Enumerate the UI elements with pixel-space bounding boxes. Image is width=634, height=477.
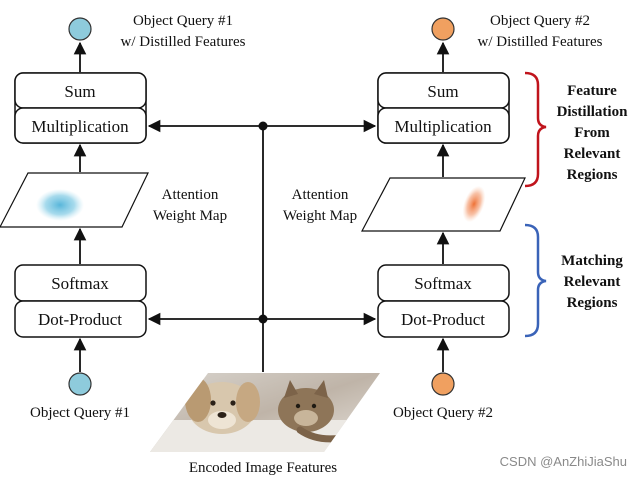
feature-distillation-annotation: Feature Distillation From Relevant Regio… (524, 71, 628, 188)
left-output-query-circle (68, 17, 92, 41)
left-attn-label-1: Attention (162, 187, 219, 203)
feature-distillation-line-4: Relevant (564, 146, 621, 162)
matching-line-1: Matching (561, 253, 623, 269)
center-bus: Attention Weight Map (147, 119, 377, 372)
left-softmax-label: Softmax (51, 274, 109, 293)
right-output-query-circle (431, 17, 455, 41)
dog-and-cat-photo (150, 378, 380, 452)
matching-annotation: Matching Relevant Regions (524, 223, 623, 338)
feature-distillation-line-2: Distillation (557, 104, 628, 120)
junction-top-dot (258, 121, 268, 131)
watermark-text: CSDN @AnZhiJiaShu (500, 454, 627, 469)
right-output-query-label-2: w/ Distilled Features (478, 34, 603, 50)
right-mult-box (377, 107, 510, 144)
left-column: Object Query #1 w/ Distilled Features Su… (0, 13, 246, 421)
left-output-query-label-1: Object Query #1 (133, 13, 233, 29)
right-input-query-circle (431, 372, 455, 396)
right-dot-label: Dot-Product (401, 310, 485, 329)
right-mult-label: Multiplication (394, 117, 492, 136)
left-mult-label: Multiplication (31, 117, 129, 136)
left-sum-label: Sum (64, 82, 95, 101)
right-dot-box (377, 300, 510, 338)
matching-line-3: Regions (567, 295, 618, 311)
right-column: Object Query #2 w/ Distilled Features Su… (361, 13, 603, 421)
feature-distillation-line-5: Regions (567, 167, 618, 183)
right-attention-heat (462, 185, 486, 223)
left-mult-box (14, 107, 147, 144)
feature-distillation-line-3: From (574, 125, 610, 141)
center-attn-label-2: Weight Map (283, 208, 357, 224)
encoded-image-label: Encoded Image Features (189, 460, 337, 476)
left-dot-label: Dot-Product (38, 310, 122, 329)
left-input-query-circle (68, 372, 92, 396)
left-output-query-label-2: w/ Distilled Features (121, 34, 246, 50)
right-input-query-label: Object Query #2 (393, 405, 493, 421)
feature-distillation-line-1: Feature (567, 83, 617, 99)
blue-brace (524, 223, 547, 338)
matching-line-2: Relevant (564, 274, 621, 290)
left-attention-heat (36, 189, 84, 221)
left-input-query-label: Object Query #1 (30, 405, 130, 421)
junction-bottom-dot (258, 314, 268, 324)
right-softmax-label: Softmax (414, 274, 472, 293)
right-output-query-label-1: Object Query #2 (490, 13, 590, 29)
left-dot-box (14, 300, 147, 338)
red-brace (524, 71, 547, 188)
right-sum-label: Sum (427, 82, 458, 101)
left-attn-label-2: Weight Map (153, 208, 227, 224)
center-attn-label-1: Attention (292, 187, 349, 203)
encoded-image-features: Encoded Image Features (150, 373, 380, 476)
right-attention-map (361, 177, 526, 232)
